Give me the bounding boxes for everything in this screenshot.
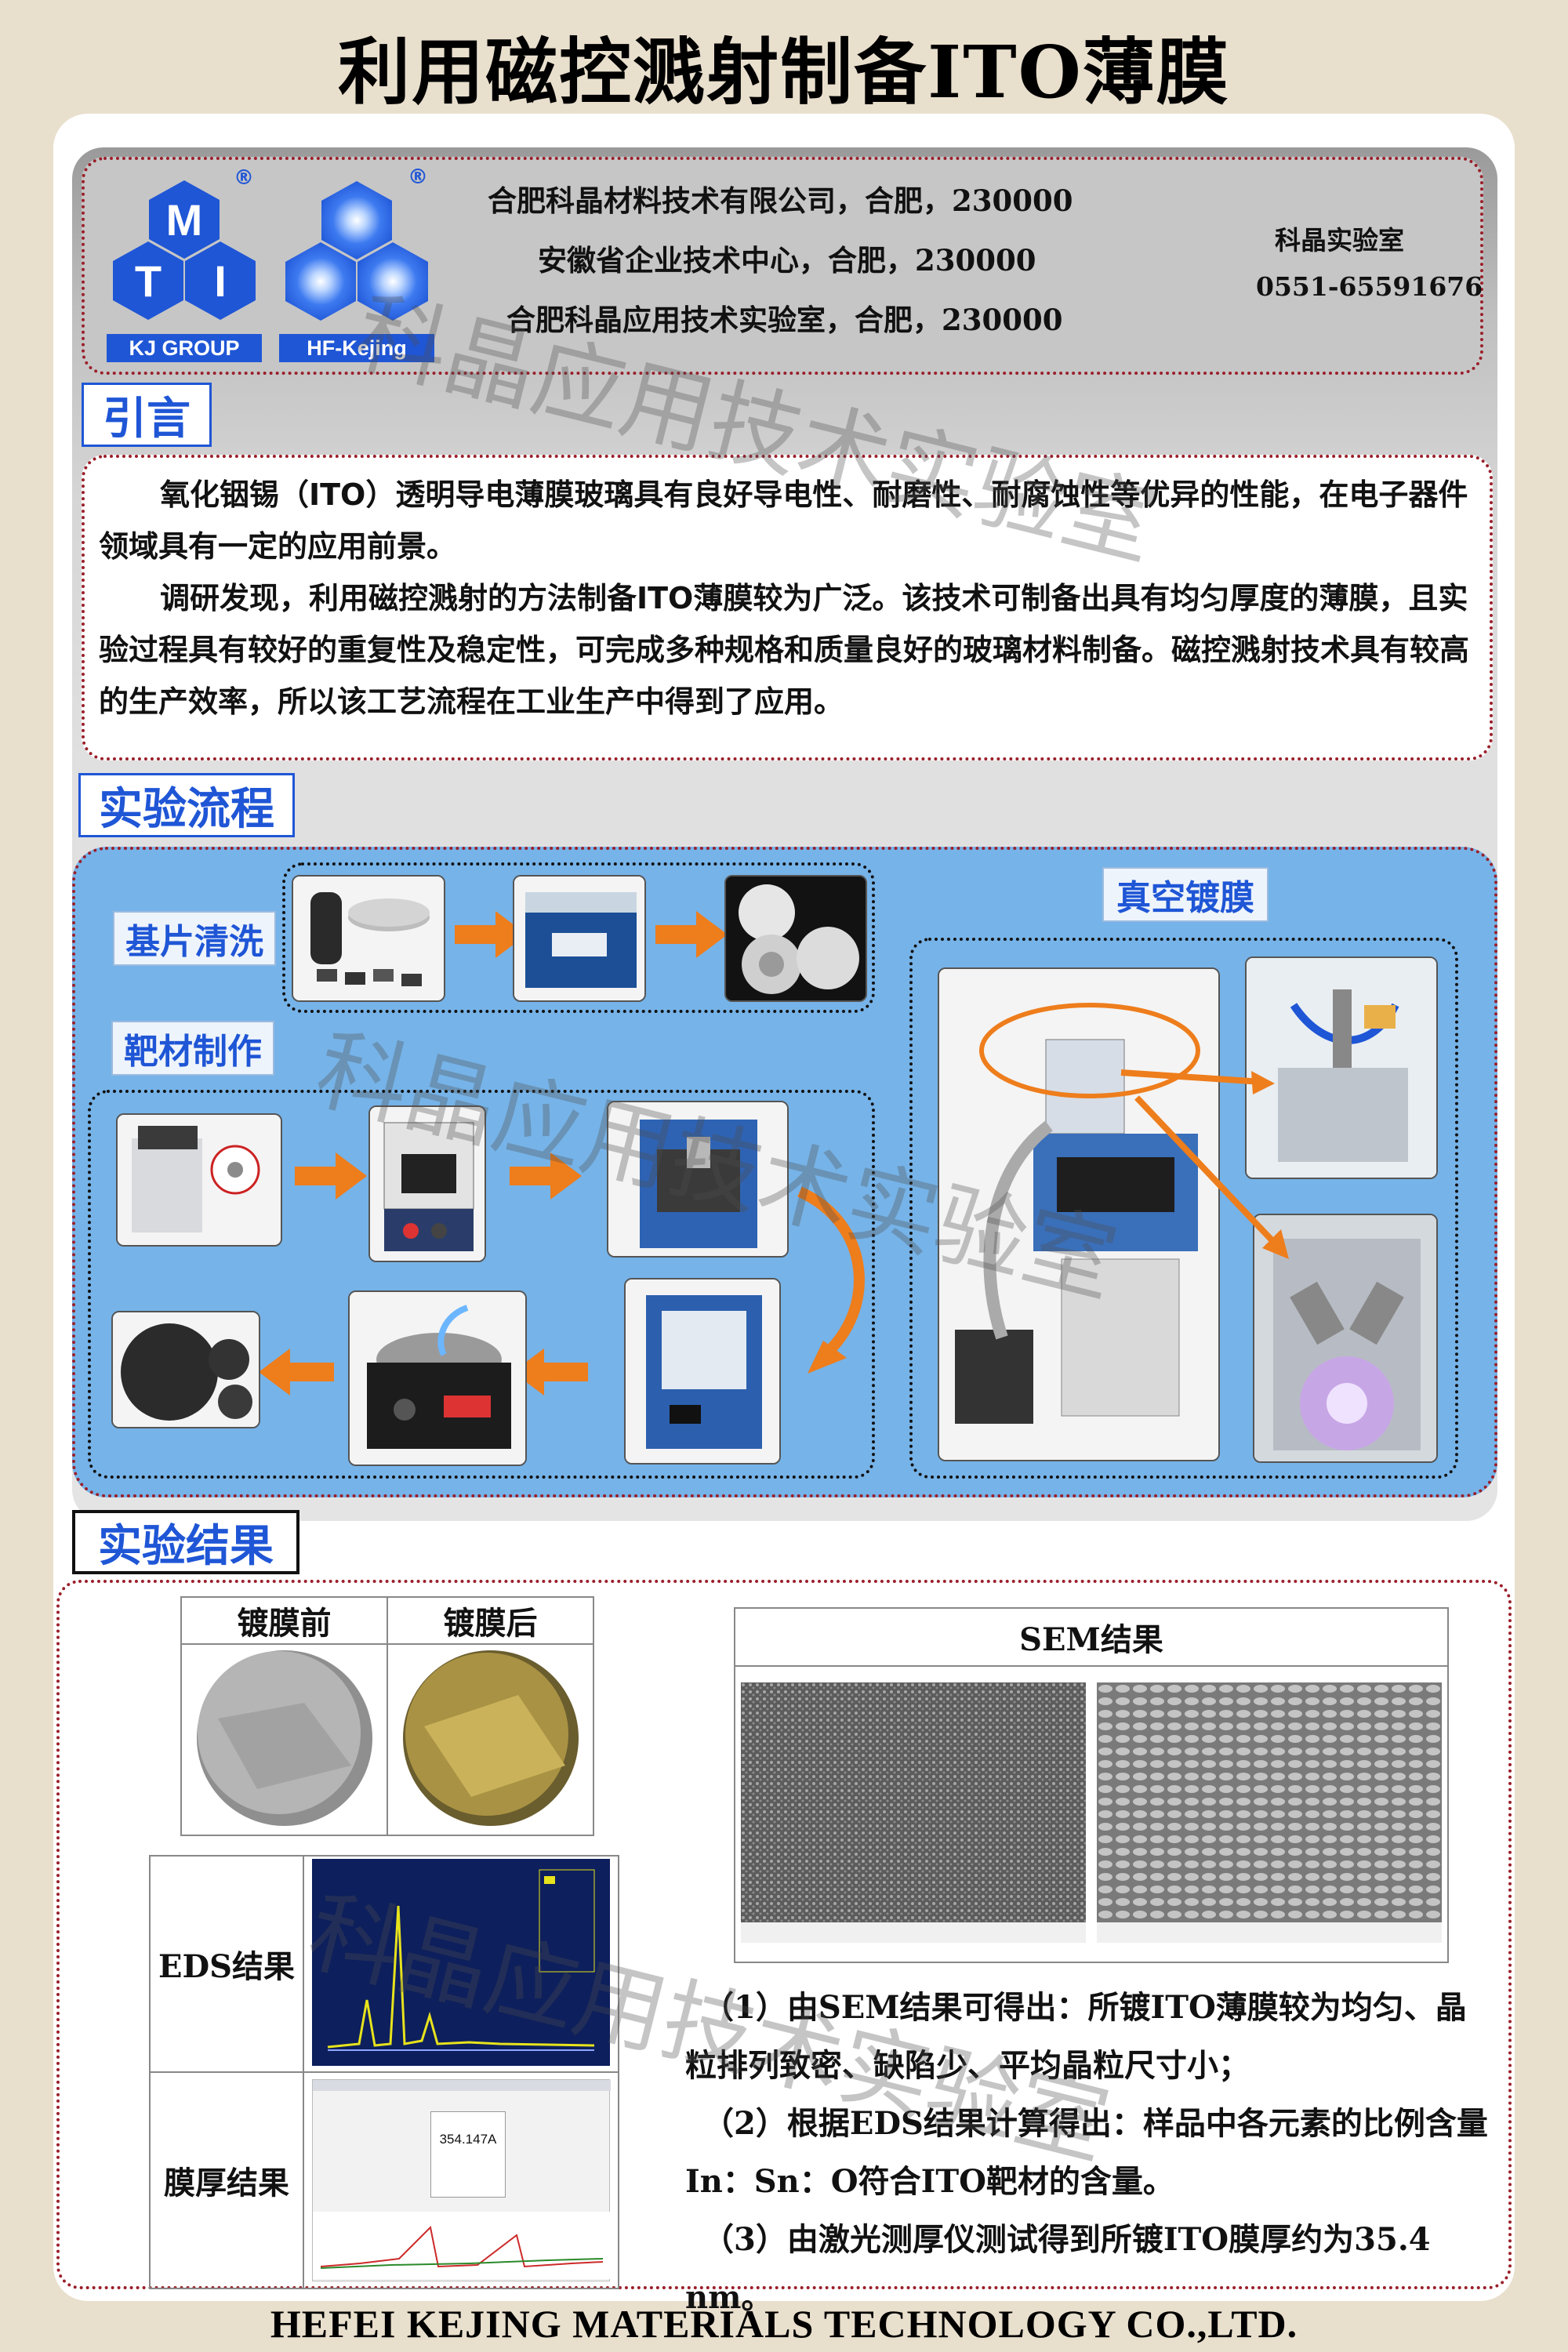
highlight-ellipse	[979, 1003, 1200, 1098]
arrow-left-icon	[513, 1348, 588, 1396]
intro-paragraph-2: 调研发现，利用磁控溅射的方法制备ITO薄膜较为广泛。该技术可制备出具有均匀厚度的…	[99, 581, 1470, 719]
before-coating-cell	[180, 1643, 388, 1836]
registered-mark: ®	[234, 166, 254, 190]
logo-letter-i: I	[185, 241, 256, 320]
after-coating-sample	[402, 1650, 579, 1826]
conclusion-3: （3）由激光测厚仪测试得到所镀ITO膜厚约为35.4 nm。	[685, 2221, 1431, 2316]
sem-image-cell-1	[734, 1665, 1091, 1963]
thickness-label: 膜厚结果	[149, 2071, 304, 2289]
ultrasonic-cleaner-illustration	[514, 877, 644, 1000]
substrate-samples-illustration	[293, 877, 444, 1000]
mti-logo: M T I ® KJ GROUP	[102, 166, 267, 368]
chamber-top-illustration	[1247, 958, 1436, 1178]
target-discs-illustration	[113, 1312, 259, 1427]
reflectance-plot	[313, 2212, 611, 2279]
after-coating-cell	[387, 1643, 594, 1836]
arrow-left-icon	[259, 1348, 334, 1396]
intro-box: 氧化铟锡（ITO）透明导电薄膜玻璃具有良好导电性、耐磨性、耐腐蚀性等优异的性能，…	[82, 455, 1493, 760]
arrow-right-icon	[655, 911, 728, 958]
zoom-arrows	[1120, 1069, 1289, 1259]
sem-image-fine-grain	[741, 1682, 1086, 1943]
company-footer: HEFEI KEJING MATERIALS TECHNOLOGY CO.,LT…	[270, 2302, 1298, 2346]
sem-title: SEM结果	[734, 1607, 1449, 1667]
target-discs-photo	[111, 1311, 260, 1428]
cleaned-substrates-photo	[724, 875, 867, 1002]
thickness-value: 354.147A	[439, 2132, 497, 2147]
logo-letter-m: M	[149, 180, 220, 259]
tube-furnace-illustration	[626, 1279, 779, 1463]
plasma-chamber-illustration	[1254, 1215, 1436, 1461]
vacuum-flow-box	[909, 938, 1458, 1479]
intro-paragraph-1: 氧化铟锡（ITO）透明导电薄膜玻璃具有良好导电性、耐磨性、耐腐蚀性等优异的性能，…	[99, 477, 1468, 564]
sem-table: SEM结果	[734, 1607, 1449, 1963]
registered-mark: ®	[408, 165, 428, 189]
mixing-machine-illustration	[118, 1115, 281, 1245]
tube-furnace-photo	[624, 1278, 781, 1465]
eds-spectrum-image	[312, 1859, 610, 2066]
arrow-right-icon	[510, 1152, 582, 1200]
arrow-right-icon	[295, 1152, 367, 1200]
poster-title: 利用磁控溅射制备ITO薄膜	[338, 30, 1230, 114]
substrate-cleaning-tag: 基片清洗	[113, 911, 276, 966]
chamber-top-photo	[1245, 956, 1438, 1179]
logo-hex-right	[358, 242, 428, 321]
curved-arrow-icon	[797, 1186, 865, 1374]
coating-compare-table: 镀膜前 镀膜后	[180, 1596, 594, 1836]
address-line-1: 合肥科晶材料技术有限公司，合肥，230000	[488, 183, 1073, 218]
arrow-right-icon	[455, 911, 527, 958]
address-line-3: 合肥科晶应用技术实验室，合肥，230000	[506, 303, 1063, 337]
hf-kejing-logo: ® HF-Kejing	[274, 165, 439, 368]
press-machine-photo	[607, 1101, 789, 1258]
substrate-samples-photo	[292, 875, 445, 1002]
lab-name: 科晶实验室	[1275, 225, 1404, 256]
eds-label: EDS结果	[149, 1855, 304, 2073]
hf-kejing-caption: HF-Kejing	[279, 334, 434, 362]
mixing-machine-photo	[116, 1113, 282, 1247]
logo-hex-left	[285, 242, 356, 321]
logo-hex-top	[321, 181, 392, 260]
eds-chart-cell	[303, 1855, 619, 2073]
address-line-2: 安徽省企业技术中心，合肥，230000	[538, 243, 1036, 278]
thickness-software-screenshot: 354.147A	[312, 2079, 611, 2281]
cleaned-substrates-illustration	[726, 877, 866, 1000]
after-coating-label: 镀膜后	[387, 1596, 594, 1645]
process-tag: 实验流程	[78, 773, 295, 837]
target-flow-box	[88, 1090, 875, 1479]
before-coating-label: 镀膜前	[180, 1596, 388, 1645]
ultrasonic-cleaner-photo	[513, 875, 646, 1002]
results-tag: 实验结果	[72, 1510, 299, 1574]
logo-letter-t: T	[113, 241, 183, 320]
before-coating-sample	[196, 1650, 372, 1826]
intro-tag: 引言	[82, 383, 212, 447]
vacuum-coating-tag: 真空镀膜	[1102, 867, 1269, 922]
sem-image-cell-2	[1091, 1665, 1449, 1963]
furnace-photo	[368, 1105, 486, 1262]
eds-thickness-table: EDS结果 膜厚结果 354.147A	[149, 1855, 619, 2289]
lab-phone: 0551-65591676	[1256, 271, 1483, 302]
conclusion-1: （1）由SEM结果可得出：所镀ITO薄膜较为均匀、晶粒排列致密、缺陷少、平均晶粒…	[685, 1989, 1467, 2084]
target-making-tag: 靶材制作	[111, 1021, 274, 1076]
furnace-illustration	[370, 1107, 485, 1261]
measurement-panel	[430, 2111, 506, 2198]
polishing-machine-illustration	[350, 1292, 525, 1465]
substrate-flow-box	[282, 862, 875, 1013]
sputtering-system-illustration	[939, 969, 1218, 1460]
kj-group-caption: KJ GROUP	[107, 334, 262, 362]
screenshot-titlebar	[313, 2080, 611, 2091]
thickness-screen-cell: 354.147A	[303, 2071, 619, 2289]
conclusion-2: （2）根据EDS结果计算得出：样品中各元素的比例含量In：Sn：O符合ITO靶材…	[685, 2105, 1488, 2200]
polishing-machine-photo	[348, 1290, 527, 1466]
sputtering-system-photo	[938, 967, 1220, 1461]
sem-image-coarse-grain	[1097, 1682, 1442, 1943]
press-machine-illustration	[608, 1102, 787, 1256]
